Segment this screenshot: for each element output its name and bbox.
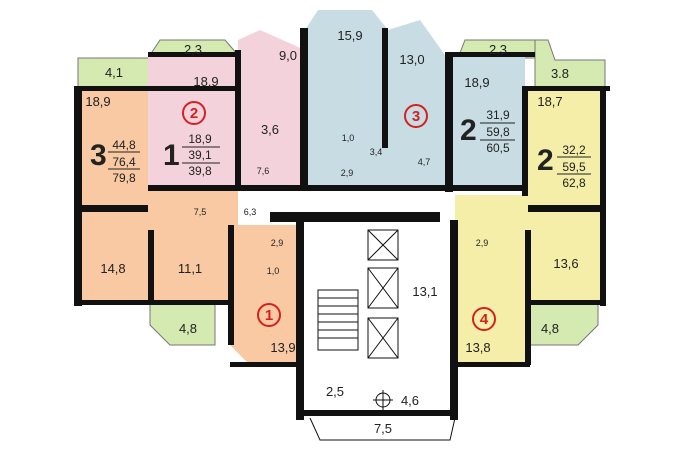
area-label: 2,9 bbox=[341, 168, 354, 178]
entrance-porch bbox=[309, 417, 456, 441]
total-area: 59,8 bbox=[486, 125, 510, 139]
rooms-count: 1 bbox=[163, 139, 180, 172]
marker-apt-3: 3 bbox=[412, 108, 420, 125]
living-area: 44,8 bbox=[112, 138, 136, 152]
apartment-markers: 2 3 1 4 bbox=[182, 101, 496, 331]
apt-summary-2room-blue: 2 31,9 59,8 60,5 bbox=[460, 108, 515, 155]
area-label: 3,6 bbox=[261, 122, 279, 137]
apt-summary-1room: 1 18,9 39,1 39,8 bbox=[163, 132, 220, 178]
living-area: 32,2 bbox=[562, 143, 586, 157]
living-area: 31,9 bbox=[486, 108, 510, 122]
area-label: 14,8 bbox=[100, 261, 125, 276]
area-label: 2,9 bbox=[476, 238, 489, 248]
area-label: 3,4 bbox=[370, 147, 383, 157]
area-label: 4,8 bbox=[179, 321, 197, 336]
area-label: 13,1 bbox=[412, 284, 437, 299]
area-label: 4,7 bbox=[418, 157, 431, 167]
walls bbox=[74, 28, 610, 420]
area-label: 13,0 bbox=[399, 52, 424, 67]
area-label: 13,9 bbox=[270, 340, 295, 355]
area-label: 7,6 bbox=[257, 166, 270, 176]
total-area: 39,1 bbox=[188, 148, 212, 162]
area-label: 18,9 bbox=[464, 75, 489, 90]
room-area-labels: 4,1 2,3 18,9 18,9 9,0 3,6 7,6 7,5 6,3 14… bbox=[85, 28, 578, 436]
marker-apt-1: 1 bbox=[265, 307, 273, 324]
area-label: 9,0 bbox=[279, 48, 297, 63]
area-label: 13,6 bbox=[553, 256, 578, 271]
total-with-balcony: 62,8 bbox=[562, 176, 586, 190]
area-label: 7,5 bbox=[194, 207, 207, 217]
marker-apt-4: 4 bbox=[480, 311, 489, 328]
area-label: 2,9 bbox=[271, 238, 284, 248]
elevator-3 bbox=[367, 317, 399, 359]
area-label: 11,1 bbox=[178, 261, 202, 276]
area-label: 18,9 bbox=[85, 94, 110, 109]
apartment-blue bbox=[305, 10, 525, 185]
total-area: 76,4 bbox=[112, 155, 136, 169]
elevator-2 bbox=[367, 267, 399, 309]
area-label: 1,0 bbox=[342, 133, 355, 143]
balcony-right bbox=[534, 39, 606, 91]
area-label: 2,3 bbox=[489, 42, 507, 57]
area-label: 18,7 bbox=[537, 94, 562, 109]
area-label: 4,6 bbox=[401, 393, 419, 408]
apt-summary-3room: 3 44,8 76,4 79,8 bbox=[90, 138, 140, 185]
total-with-balcony: 39,8 bbox=[188, 164, 212, 178]
area-label: 4,8 bbox=[541, 321, 559, 336]
area-label: 1,0 bbox=[267, 266, 280, 276]
stair-core bbox=[300, 220, 455, 420]
area-label: 13,8 bbox=[465, 340, 490, 355]
area-label: 4,1 bbox=[105, 65, 123, 80]
rooms-count: 3 bbox=[90, 139, 107, 172]
rooms-count: 2 bbox=[460, 114, 477, 147]
rooms-count: 2 bbox=[537, 144, 554, 177]
staircase bbox=[309, 229, 456, 441]
living-area: 18,9 bbox=[188, 132, 212, 146]
total-with-balcony: 79,8 bbox=[112, 171, 136, 185]
area-label: 18,9 bbox=[193, 74, 218, 89]
apartment-pink bbox=[148, 30, 305, 190]
total-area: 59,5 bbox=[562, 160, 586, 174]
apartment-1 bbox=[230, 225, 300, 365]
apt-summary-2room-yellow: 2 32,2 59,5 62,8 bbox=[537, 143, 591, 190]
area-label: 7,5 bbox=[374, 421, 392, 436]
area-label: 2,3 bbox=[184, 42, 202, 57]
area-label: 15,9 bbox=[337, 28, 362, 43]
area-label: 3.8 bbox=[551, 66, 569, 81]
area-label: 6,3 bbox=[244, 207, 257, 217]
marker-apt-2: 2 bbox=[190, 105, 198, 122]
balcony-left bbox=[77, 57, 151, 91]
area-label: 2,5 bbox=[326, 384, 344, 399]
elevator-1 bbox=[367, 229, 399, 261]
total-with-balcony: 60,5 bbox=[486, 141, 510, 155]
